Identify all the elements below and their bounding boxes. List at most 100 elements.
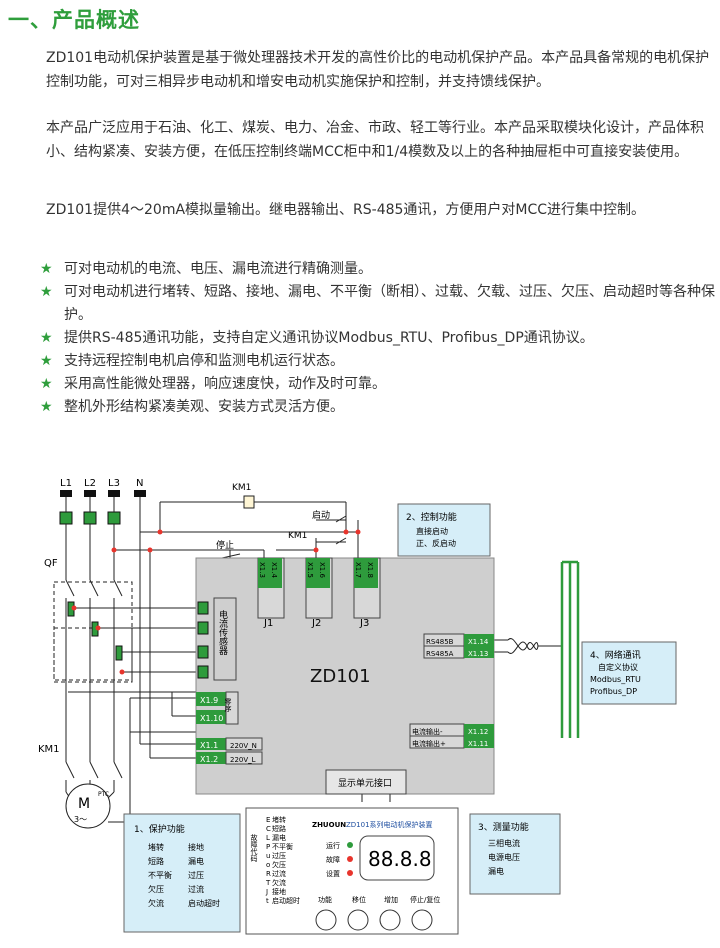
stop-label: 停止 xyxy=(216,539,234,551)
svg-text:欠流: 欠流 xyxy=(148,898,164,908)
svg-text:X1.4: X1.4 xyxy=(270,562,278,578)
terminal-cap xyxy=(60,490,72,497)
feature-item: ★提供RS-485通讯功能，支持自定义通讯协议Modbus_RTU、Profib… xyxy=(40,327,720,350)
svg-text:J: J xyxy=(265,888,268,896)
svg-text:正、反启动: 正、反启动 xyxy=(416,538,456,548)
svg-text:X1.2: X1.2 xyxy=(200,755,218,764)
svg-text:X1.7: X1.7 xyxy=(354,562,362,578)
svg-text:T: T xyxy=(265,879,271,887)
measure-function-title: 3、测量功能 xyxy=(478,821,529,833)
right-terminals: RS485B RS485A X1.14 X1.13 电流输出- 电流输出+ X1… xyxy=(409,633,494,749)
star-icon: ★ xyxy=(40,330,53,346)
svg-text:漏电: 漏电 xyxy=(272,833,286,842)
svg-text:X1.8: X1.8 xyxy=(366,562,374,578)
panel-button-labels: 功能 移位 增加 停止/复位 xyxy=(318,895,440,904)
fuse-l2 xyxy=(83,511,97,525)
svg-text:运行: 运行 xyxy=(326,841,340,850)
svg-text:X1.3: X1.3 xyxy=(258,562,266,578)
control-function-box xyxy=(397,503,491,557)
motor-label: M xyxy=(78,796,90,812)
star-icon: ★ xyxy=(40,399,53,415)
svg-text:故障: 故障 xyxy=(326,855,340,864)
svg-text:短路: 短路 xyxy=(272,824,286,833)
svg-text:电源电压: 电源电压 xyxy=(488,852,520,862)
svg-text:启动超时: 启动超时 xyxy=(272,896,300,905)
svg-text:X1.5: X1.5 xyxy=(306,562,314,578)
svg-text:自定义协议: 自定义协议 xyxy=(598,662,638,672)
shift-button[interactable] xyxy=(347,909,369,931)
svg-text:堵转: 堵转 xyxy=(148,842,164,852)
svg-text:短路: 短路 xyxy=(148,856,164,866)
svg-text:停止/复位: 停止/复位 xyxy=(410,895,440,904)
terminal-cap xyxy=(84,490,96,497)
junction-dots xyxy=(71,529,361,675)
intro-paragraph-2: 本产品广泛应用于石油、化工、煤炭、电力、冶金、市政、轻工等行业。本产品采取模块化… xyxy=(46,120,704,160)
analog-minus-label: 电流输出- xyxy=(412,727,443,736)
phase-label-n: N xyxy=(136,478,143,489)
rs485b-label: RS485B xyxy=(426,638,454,646)
km1-coil xyxy=(243,495,255,509)
status-leds: 运行 故障 设置 xyxy=(326,841,353,878)
svg-text:o: o xyxy=(266,861,270,869)
feature-item: ★支持远程控制电机启停和监测电机运行状态。 xyxy=(40,350,720,373)
network-function-box xyxy=(581,641,677,705)
star-icon: ★ xyxy=(40,261,53,277)
phase-terminals: L1 L2 L3 N xyxy=(59,478,146,525)
svg-text:直接启动: 直接启动 xyxy=(416,526,448,536)
km1-contact-label: KM1 xyxy=(288,531,307,541)
svg-text:堵转: 堵转 xyxy=(272,815,286,824)
panel-buttons[interactable] xyxy=(315,909,433,931)
device-name: ZD101 xyxy=(310,666,371,687)
relays: X1.3 X1.4 X1.5 X1.6 X1.7 X1.8 J1 J2 J3 xyxy=(257,557,381,629)
svg-text:Modbus_RTU: Modbus_RTU xyxy=(590,675,641,684)
star-icon: ★ xyxy=(40,376,53,392)
svg-text:增加: 增加 xyxy=(384,895,398,904)
wiring-diagram: L1 L2 L3 N xyxy=(38,478,677,935)
function-button[interactable] xyxy=(315,909,337,931)
relay-j3-label: J3 xyxy=(359,618,369,629)
display-interface-label: 显示单元接口 xyxy=(338,777,392,789)
phase-label-l1: L1 xyxy=(60,478,72,489)
network-function-title: 4、网络通讯 xyxy=(590,649,641,661)
svg-text:E: E xyxy=(266,816,270,824)
svg-text:X1.13: X1.13 xyxy=(468,650,488,658)
svg-text:X1.12: X1.12 xyxy=(468,728,488,736)
fault-code-label: 故障代码 xyxy=(250,833,258,863)
motor-phase-label: 3～ xyxy=(74,815,87,824)
left-terminals: 零序 X1.9 X1.10 X1.1 X1.2 220V_N 220V_L xyxy=(196,691,263,765)
km1-motor-label: KM1 xyxy=(38,744,60,755)
fuse-l1 xyxy=(59,511,73,525)
svg-text:功能: 功能 xyxy=(318,895,332,904)
svg-text:移位: 移位 xyxy=(352,895,366,904)
svg-text:X1.10: X1.10 xyxy=(200,714,223,723)
control-function-title: 2、控制功能 xyxy=(406,511,457,523)
intro-paragraph-1: ZD101电动机保护装置是基于微处理器技术开发的高性价比的电动机保护产品。本产品… xyxy=(46,50,710,90)
terminal-cap xyxy=(134,490,146,497)
panel-title: ZD101系列电动机保护装置 xyxy=(346,820,433,829)
km1-coil-label: KM1 xyxy=(232,483,251,493)
sensor-blocks xyxy=(197,601,209,679)
display-readout: 88.8.8 xyxy=(368,847,432,871)
network-bus xyxy=(560,560,580,738)
svg-text:欠流: 欠流 xyxy=(272,878,286,887)
protection-function-box xyxy=(123,813,241,933)
start-label: 启动 xyxy=(312,509,330,521)
svg-text:X1.11: X1.11 xyxy=(468,740,488,748)
rs485a-label: RS485A xyxy=(426,650,454,658)
svg-text:过流: 过流 xyxy=(188,884,204,894)
qf-label: QF xyxy=(44,558,58,569)
twisted-pair-icon xyxy=(507,638,539,651)
svg-text:欠压: 欠压 xyxy=(148,884,164,894)
increase-button[interactable] xyxy=(379,909,401,931)
svg-text:C: C xyxy=(266,825,271,833)
svg-text:接地: 接地 xyxy=(188,842,204,852)
feature-item: ★可对电动机的电流、电压、漏电流进行精确测量。 xyxy=(40,258,720,281)
svg-text:P: P xyxy=(266,843,270,851)
ct-coils xyxy=(67,601,123,661)
svg-text:不平衡: 不平衡 xyxy=(148,870,172,880)
svg-text:t: t xyxy=(266,897,269,905)
feature-item: ★采用高性能微处理器，响应速度快，动作及时可靠。 xyxy=(40,373,720,396)
stop-reset-button[interactable] xyxy=(411,909,433,931)
svg-text:接地: 接地 xyxy=(272,887,286,896)
feature-item: ★可对电动机进行堵转、短路、接地、漏电、不平衡（断相）、过载、欠载、过压、欠压、… xyxy=(40,281,720,327)
